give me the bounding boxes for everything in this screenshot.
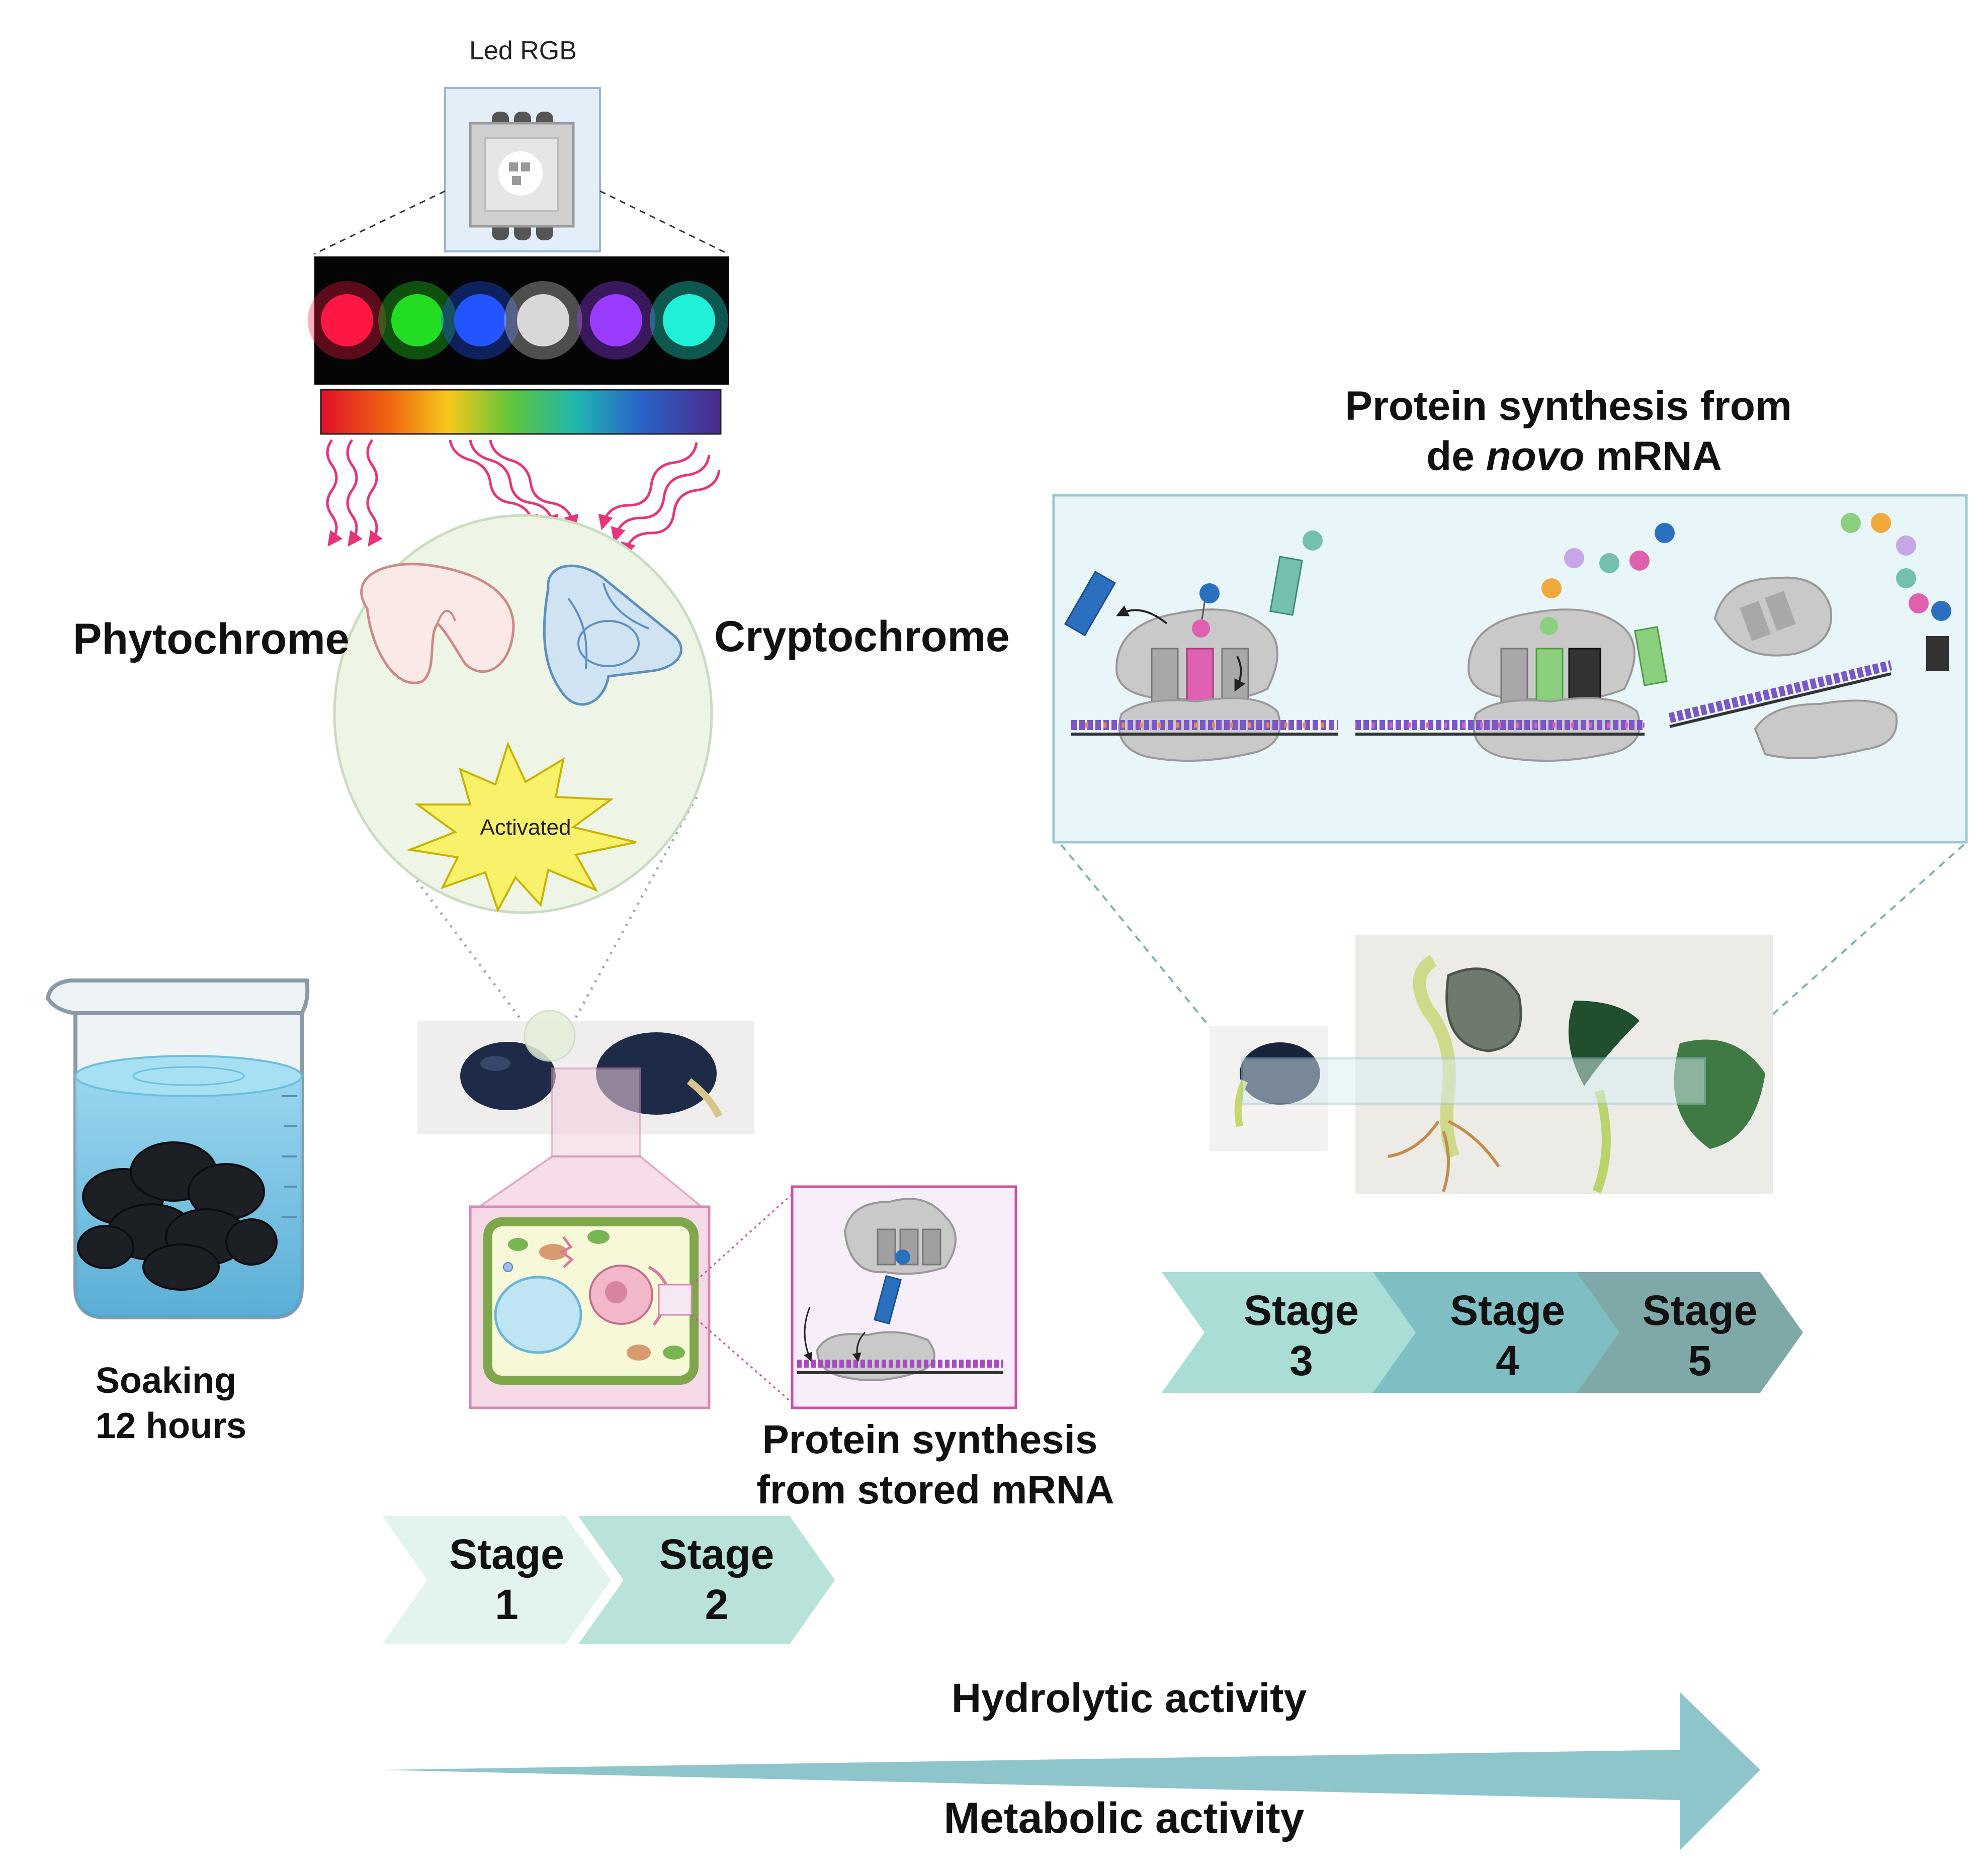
photoreceptor-zoom: Activated: [333, 514, 713, 1037]
phytochrome-label: Phytochrome: [73, 615, 350, 663]
led-chip-icon: [469, 112, 575, 240]
stage-word: Stage: [1643, 1287, 1758, 1334]
light-rays: [326, 439, 721, 558]
metabolic-activity-label: Metabolic activity: [944, 1794, 1305, 1842]
zoom-circle-small: [524, 1010, 576, 1062]
zoom-line: [599, 190, 729, 255]
trna-icon: [874, 1275, 902, 1325]
light-ray: [489, 439, 579, 530]
light-ray: [598, 442, 698, 530]
stage-chevron: [1577, 1272, 1803, 1393]
stored-mrna-label: Protein synthesis from stored mRNA: [756, 1417, 1114, 1512]
ribosome-elongation: [1467, 523, 1675, 762]
stage-chevron: [1162, 1272, 1421, 1393]
stage-chevron: [382, 1516, 611, 1644]
trna-icon: [1634, 626, 1668, 686]
mrna-strand: [1669, 672, 1891, 728]
activated-label: Activated: [480, 815, 571, 840]
light-ray: [326, 439, 342, 547]
color-spectrum-bar: [320, 389, 722, 435]
trna-icon: [1269, 556, 1303, 616]
soaked-beans-icon: [77, 1141, 278, 1291]
stage-word: Stage: [1244, 1287, 1359, 1334]
ribosome-termination: [1713, 513, 1951, 759]
zoom-square: [658, 1284, 693, 1316]
phytochrome-icon: [360, 563, 515, 684]
zoom-line: [691, 1193, 793, 1286]
led-light-dot: [321, 294, 373, 346]
light-ray: [621, 470, 721, 558]
zoom-line: [564, 796, 698, 1037]
led-light-dot: [590, 294, 642, 346]
light-ray: [449, 439, 539, 530]
hydrolytic-activity-label: Hydrolytic activity: [952, 1675, 1307, 1721]
zoom-overlay-rect: [1241, 1057, 1706, 1105]
light-ray: [366, 439, 383, 547]
stored-mrna-panel: [791, 1185, 1017, 1409]
seedling-photos: [1210, 935, 1773, 1194]
stage-word: Stage: [659, 1531, 774, 1578]
stage-number: 1: [495, 1581, 519, 1628]
stage-chevron: [1373, 1272, 1622, 1393]
trna-icon: [1064, 570, 1116, 637]
led-group: Led RGB: [308, 36, 729, 435]
activated-burst: Activated: [406, 741, 637, 913]
denovo-translation-panel: [1052, 494, 1968, 844]
stage-number: 5: [1688, 1337, 1712, 1384]
cryptochrome-label: Cryptochrome: [714, 612, 1010, 661]
stage-number: 3: [1289, 1337, 1313, 1384]
led-light-dot: [663, 294, 715, 346]
stage-word: Stage: [1450, 1287, 1565, 1334]
led-label: Led RGB: [469, 36, 577, 65]
led-light-dot: [391, 294, 444, 346]
activity-arrow: [382, 1692, 1760, 1850]
ribosome-initiation: [1064, 530, 1323, 762]
zoom-square: [551, 1067, 641, 1157]
vacuole: [494, 1276, 582, 1354]
light-ray: [469, 439, 559, 530]
plant-cell-group: [469, 1155, 793, 1409]
zoom-line: [691, 1314, 793, 1404]
cryptochrome-icon: [543, 564, 682, 706]
stage-number: 2: [705, 1581, 729, 1628]
stage-chevron: [578, 1516, 835, 1644]
led-light-dot: [517, 294, 569, 346]
zoom-line: [1060, 844, 1228, 1049]
soaking-beaker: [45, 978, 310, 1319]
activity-arrow-group: Hydrolytic activity Metabolic activity: [382, 1675, 1760, 1850]
light-ray: [611, 455, 711, 543]
zoom-line: [314, 190, 446, 255]
led-light-dots: [308, 281, 728, 360]
seed-photo: [417, 1010, 754, 1157]
light-ray: [346, 439, 363, 547]
led-light-dot: [454, 294, 506, 346]
denovo-title: Protein synthesis from de novo mRNA: [1345, 383, 1803, 479]
soaking-label: Soaking 12 hours: [96, 1361, 246, 1446]
stage-word: Stage: [449, 1531, 564, 1578]
zoom-line: [1762, 844, 1965, 1024]
hypocotyl-icon: [1413, 954, 1460, 1159]
mrna-strands: [1071, 660, 1892, 736]
ribosome-small-subunit: [816, 1331, 935, 1381]
stage-number: 4: [1496, 1337, 1519, 1384]
zoom-line: [396, 854, 534, 1037]
